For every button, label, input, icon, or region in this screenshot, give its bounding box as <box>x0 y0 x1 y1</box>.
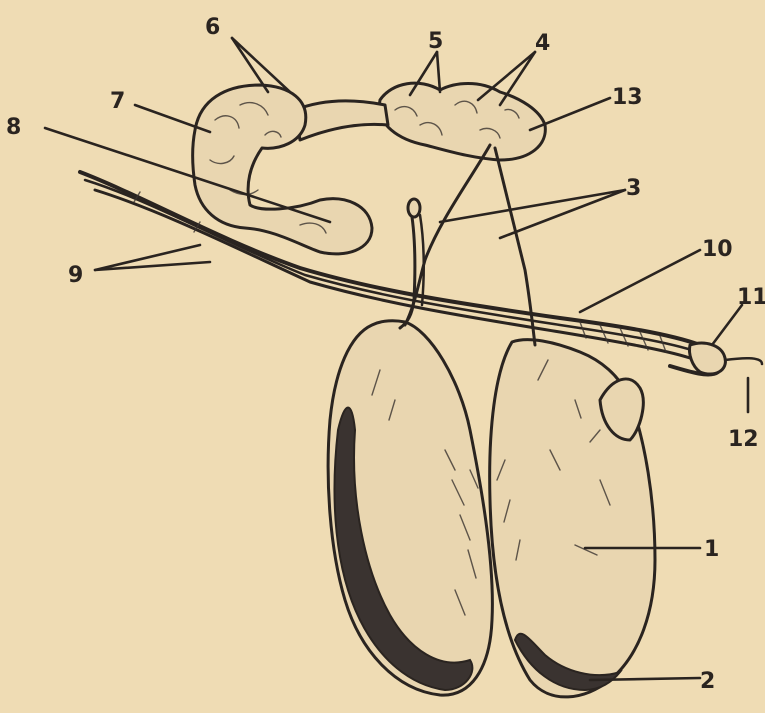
cord-knob <box>408 199 420 217</box>
label-8: 8 <box>6 115 21 140</box>
label-3: 3 <box>626 176 641 201</box>
label-11: 11 <box>737 285 765 310</box>
label-1: 1 <box>704 537 719 562</box>
spermatic-cord-left-2 <box>420 215 424 305</box>
leader-13 <box>530 98 610 130</box>
seminal-vesicle <box>379 83 545 160</box>
urethra-tip <box>689 343 725 374</box>
leader-5b <box>437 52 440 92</box>
vas-deferens-left <box>405 145 490 325</box>
connecting-duct <box>295 101 388 140</box>
label-5: 5 <box>428 29 443 54</box>
label-10: 10 <box>702 237 733 262</box>
leader-11 <box>712 305 742 345</box>
label-13: 13 <box>612 85 643 110</box>
urethra-hook <box>725 358 762 364</box>
spermatic-cord-left <box>400 205 415 328</box>
label-12: 12 <box>728 427 759 452</box>
leader-10 <box>580 250 700 312</box>
label-9: 9 <box>68 263 83 288</box>
label-4: 4 <box>535 31 550 56</box>
label-6: 6 <box>205 15 220 40</box>
leader-3b <box>500 190 625 238</box>
leader-3a <box>440 190 625 222</box>
label-2: 2 <box>700 669 715 694</box>
label-7: 7 <box>110 89 125 114</box>
